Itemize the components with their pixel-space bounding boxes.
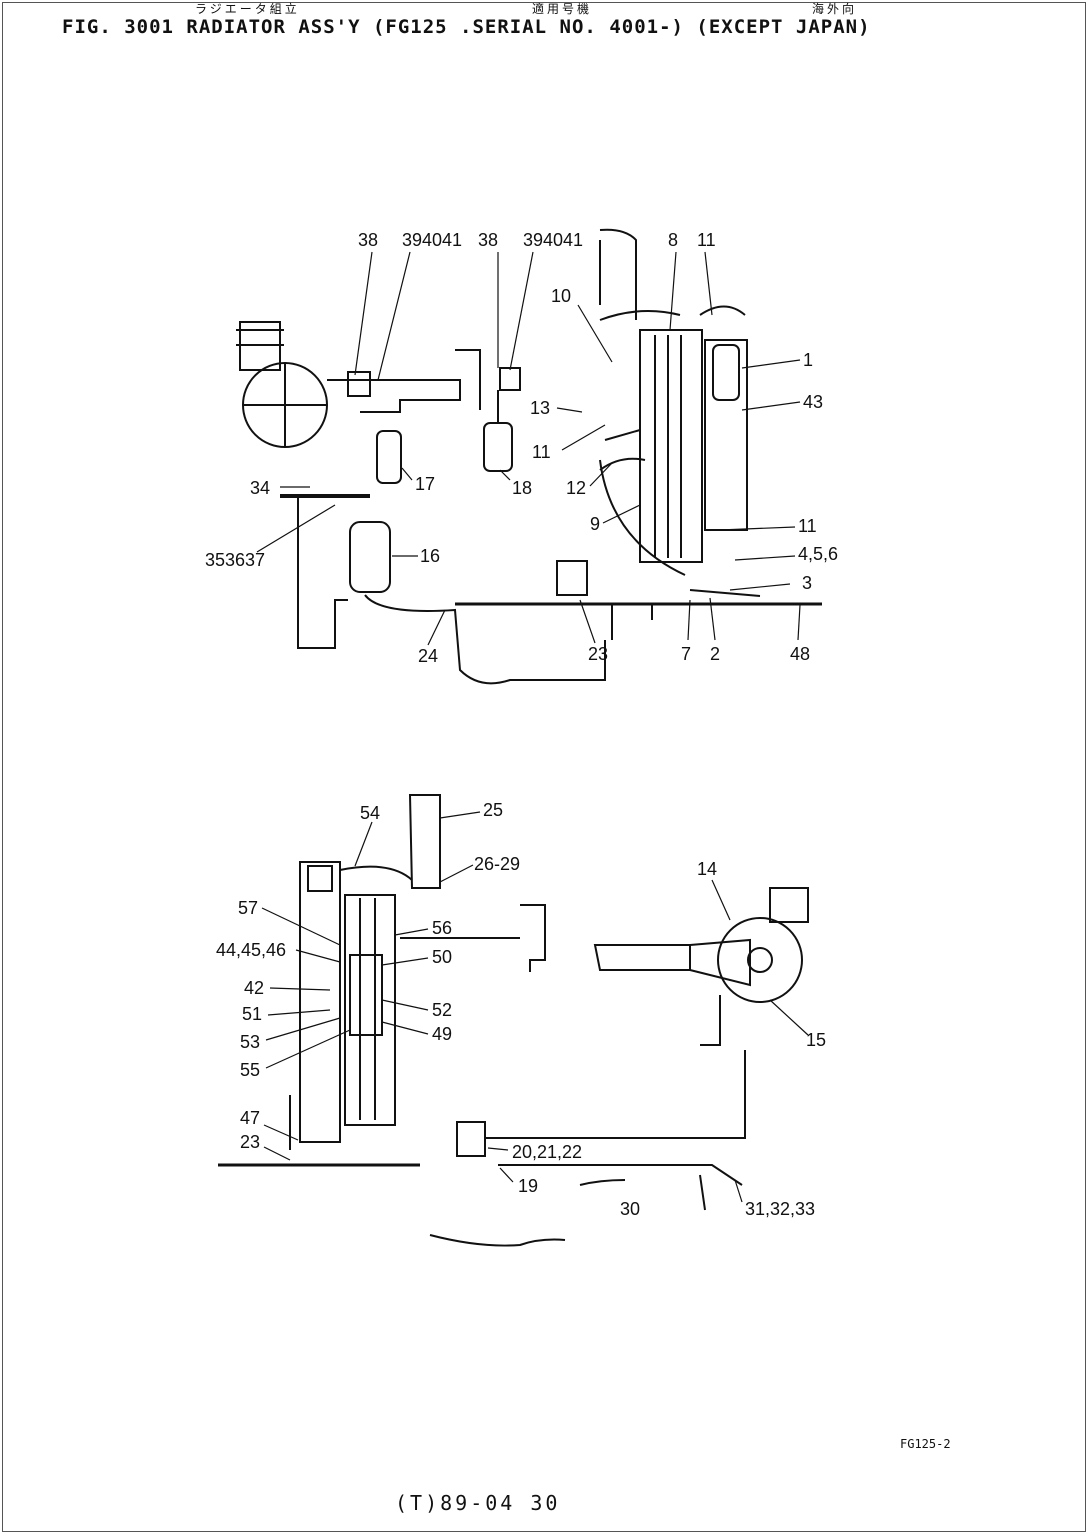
callout-31-32-33: 31,32,33 [745, 1199, 815, 1219]
radiator-core-side [344, 894, 396, 1126]
callout-13: 13 [530, 398, 550, 418]
callout-56: 56 [432, 918, 452, 938]
callout-17: 17 [415, 474, 435, 494]
radiator-tank [704, 339, 748, 531]
reserve-tank-18 [483, 422, 513, 472]
callout-49: 49 [432, 1024, 452, 1044]
reserve-tank-17 [376, 430, 402, 484]
fan-housing-lower [717, 917, 803, 1003]
upper-view [236, 228, 822, 685]
callout-9: 9 [590, 514, 600, 534]
callout-11: 11 [532, 442, 551, 462]
callout-19: 19 [518, 1176, 538, 1196]
jp-subtitle-mid: 適用号機 [532, 2, 593, 16]
mount [349, 954, 383, 1036]
drawing-code: FG125-2 [900, 1437, 951, 1451]
jp-subtitle-left: ラジエータ組立 [195, 2, 300, 16]
callout-20-21-22: 20,21,22 [512, 1142, 582, 1162]
lower-pipe [593, 944, 691, 971]
filler-neck-lower [769, 887, 809, 923]
callout-8: 8 [668, 230, 678, 250]
footer-date-code: (T)89-04 30 [395, 1491, 561, 1515]
support-bracket [297, 496, 348, 649]
callout-24: 24 [418, 646, 438, 666]
lower-view [218, 794, 809, 1247]
jp-subtitle-right: 海外向 [812, 2, 858, 16]
callout-44-45-46: 44,45,46 [216, 940, 286, 960]
callout-3: 3 [802, 573, 812, 593]
callout-35-36-37: 353637 [205, 550, 265, 570]
drain-valve-lower [456, 1121, 486, 1157]
callout-25: 25 [483, 800, 503, 820]
callout-12: 12 [566, 478, 586, 498]
callout-57: 57 [238, 898, 258, 918]
cap [307, 865, 333, 892]
callout-39-40-41: 394041 [402, 230, 462, 250]
callout-30: 30 [620, 1199, 640, 1219]
callout-50: 50 [432, 947, 452, 967]
drain-valve [556, 560, 588, 596]
overflow-pipe-25 [408, 794, 441, 889]
callout-53: 53 [240, 1032, 260, 1052]
callout-55: 55 [240, 1060, 260, 1080]
upper-pipe [327, 379, 461, 413]
callout-48: 48 [790, 644, 810, 664]
callout-47: 47 [240, 1108, 260, 1128]
callout-4-5-6: 4,5,6 [798, 544, 838, 564]
overflow-tube [599, 228, 637, 320]
callout-26-29: 26-29 [474, 854, 520, 874]
callout-38: 38 [358, 230, 378, 250]
callout-54: 54 [360, 803, 380, 823]
callout-14: 14 [697, 859, 717, 879]
callout-52: 52 [432, 1000, 452, 1020]
callout-15: 15 [806, 1030, 826, 1050]
callout-16: 16 [420, 546, 440, 566]
callout-51: 51 [242, 1004, 262, 1024]
figure-title: FIG. 3001 RADIATOR ASS'Y (FG125 .SERIAL … [62, 16, 871, 38]
lower-hose [599, 429, 646, 471]
clamp [347, 371, 371, 397]
drain-hose [364, 594, 606, 685]
callout-39-40-41: 394041 [523, 230, 583, 250]
radiator-side [299, 861, 341, 1143]
upper-leaders [256, 251, 801, 646]
lower-leaders [261, 811, 809, 1203]
callout-10: 10 [551, 286, 571, 306]
radiator-core [639, 329, 703, 563]
callout-11: 11 [798, 516, 817, 536]
callout-34: 34 [250, 478, 270, 498]
callout-7: 7 [681, 644, 691, 664]
callout-18: 18 [512, 478, 532, 498]
callout-23: 23 [240, 1132, 260, 1152]
callout-38: 38 [478, 230, 498, 250]
tank-16 [349, 521, 391, 593]
callout-23: 23 [588, 644, 608, 664]
callout-1: 1 [803, 350, 813, 370]
clamp [499, 367, 521, 391]
callout-2: 2 [710, 644, 720, 664]
callout-42: 42 [244, 978, 264, 998]
callout-11: 11 [697, 230, 716, 250]
callout-43: 43 [803, 392, 823, 412]
water-line [485, 1050, 746, 1139]
